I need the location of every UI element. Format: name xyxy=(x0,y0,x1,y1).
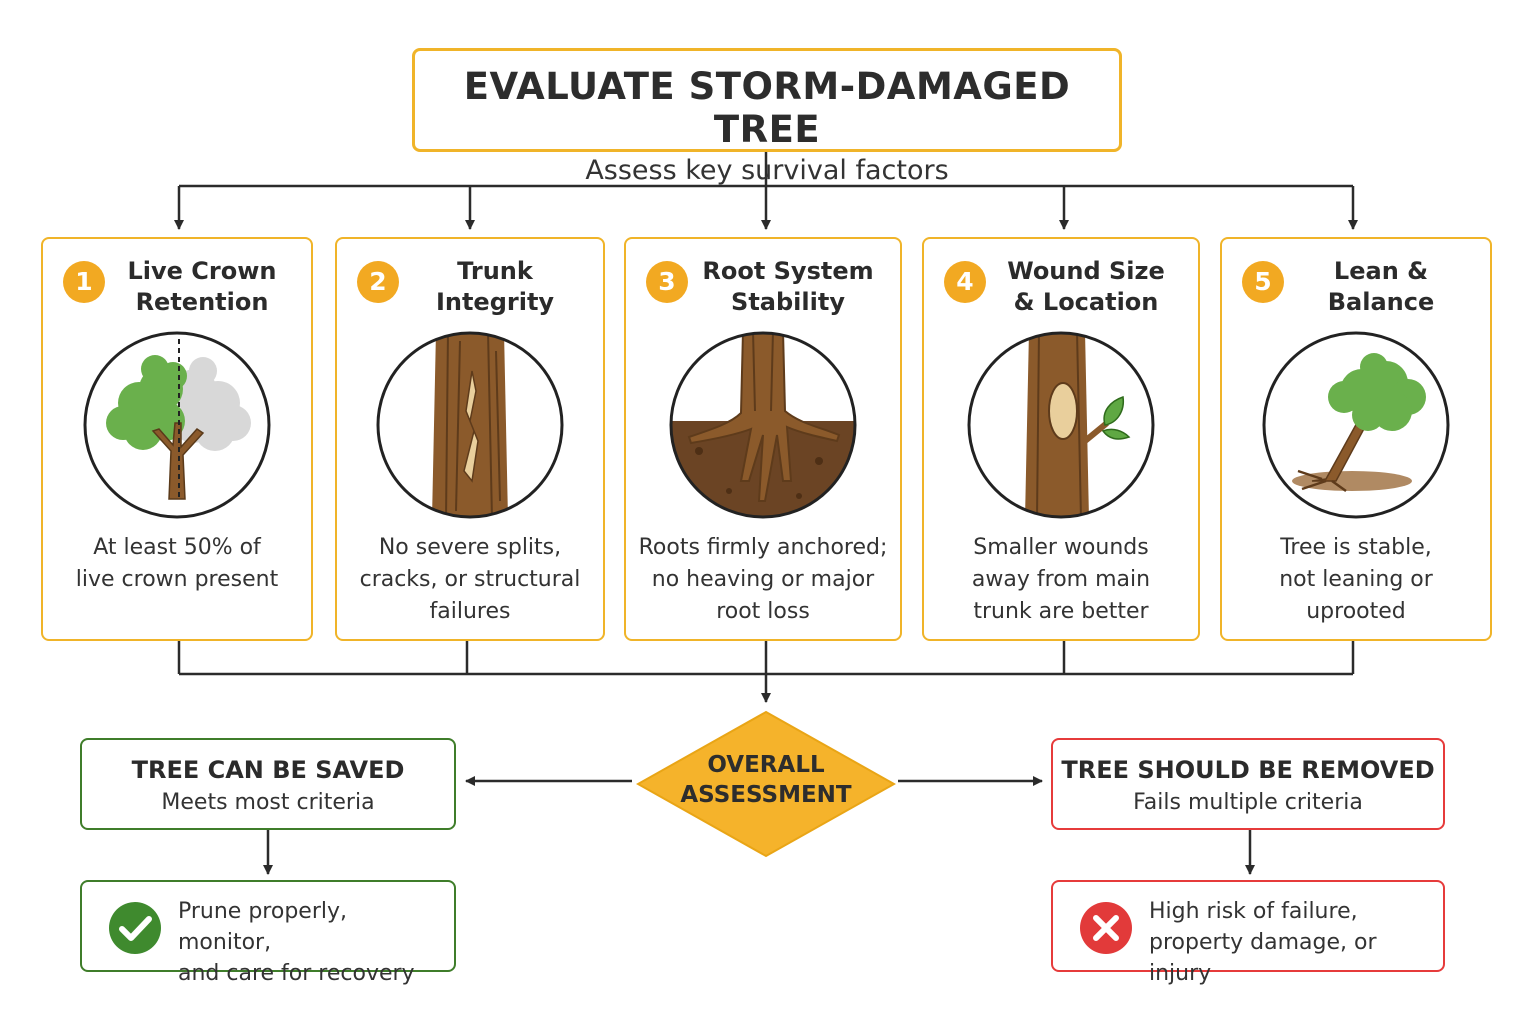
factor-description: No severe splits, cracks, or structural … xyxy=(359,535,581,624)
factor-number-badge: 4 xyxy=(944,261,986,303)
factor-description: Tree is stable, not leaning or uprooted xyxy=(1279,535,1433,624)
trunk-wound-icon xyxy=(967,331,1155,519)
outcome-saved-title: TREE CAN BE SAVED xyxy=(131,756,405,784)
factor-description: At least 50% of live crown present xyxy=(75,535,279,592)
outcome-removed-box: TREE SHOULD BE REMOVED Fails multiple cr… xyxy=(1051,738,1445,830)
removed-result-text: High risk of failure, property damage, o… xyxy=(1149,899,1377,986)
factor-card-wound-size: 4 Wound Size & Location Smaller wounds a… xyxy=(922,237,1200,641)
assessment-diamond xyxy=(636,710,896,858)
factor-number-badge: 5 xyxy=(1242,261,1284,303)
tree-half-crown-icon xyxy=(83,331,271,519)
factor-card-lean-balance: 5 Lean & Balance Tree is stable, not lea… xyxy=(1220,237,1492,641)
factor-description: Smaller wounds away from main trunk are … xyxy=(971,535,1151,624)
title-box: EVALUATE STORM-DAMAGED TREE Assess key s… xyxy=(412,48,1122,186)
split-trunk-icon xyxy=(376,331,564,519)
check-circle-icon xyxy=(109,902,161,954)
factor-card-trunk-integrity: 2 Trunk Integrity No severe splits, crac… xyxy=(335,237,605,641)
leaning-tree-icon xyxy=(1262,331,1450,519)
outcome-removed-subtitle: Fails multiple criteria xyxy=(1133,790,1363,815)
outcome-saved-box: TREE CAN BE SAVED Meets most criteria xyxy=(80,738,456,830)
factor-number-badge: 3 xyxy=(646,261,688,303)
saved-result-box: Prune properly, monitor, and care for re… xyxy=(80,880,456,986)
removed-result-box: High risk of failure, property damage, o… xyxy=(1051,880,1445,986)
factor-description: Roots firmly anchored; no heaving or maj… xyxy=(638,535,888,624)
roots-icon xyxy=(669,331,857,519)
factor-number-badge: 1 xyxy=(63,261,105,303)
x-circle-icon xyxy=(1080,902,1132,954)
factor-title: Root System Stability xyxy=(702,257,874,316)
factor-card-root-stability: 3 Root System Stability Roots firmly anc… xyxy=(624,237,902,641)
factor-title: Wound Size & Location xyxy=(1007,257,1165,316)
factor-number-badge: 2 xyxy=(357,261,399,303)
factor-title: Trunk Integrity xyxy=(435,257,555,316)
page-title: EVALUATE STORM-DAMAGED TREE xyxy=(463,65,1071,151)
factor-card-live-crown: 1 Live Crown Retention At least 50% of l… xyxy=(41,237,313,641)
outcome-removed-title: TREE SHOULD BE REMOVED xyxy=(1061,756,1435,784)
assessment-label: OVERALL ASSESSMENT xyxy=(680,752,852,808)
outcome-saved-subtitle: Meets most criteria xyxy=(161,790,375,815)
page-subtitle: Assess key survival factors xyxy=(585,155,949,186)
saved-result-text: Prune properly, monitor, and care for re… xyxy=(178,899,415,986)
factor-title: Lean & Balance xyxy=(1327,257,1435,316)
factor-title: Live Crown Retention xyxy=(127,257,277,316)
